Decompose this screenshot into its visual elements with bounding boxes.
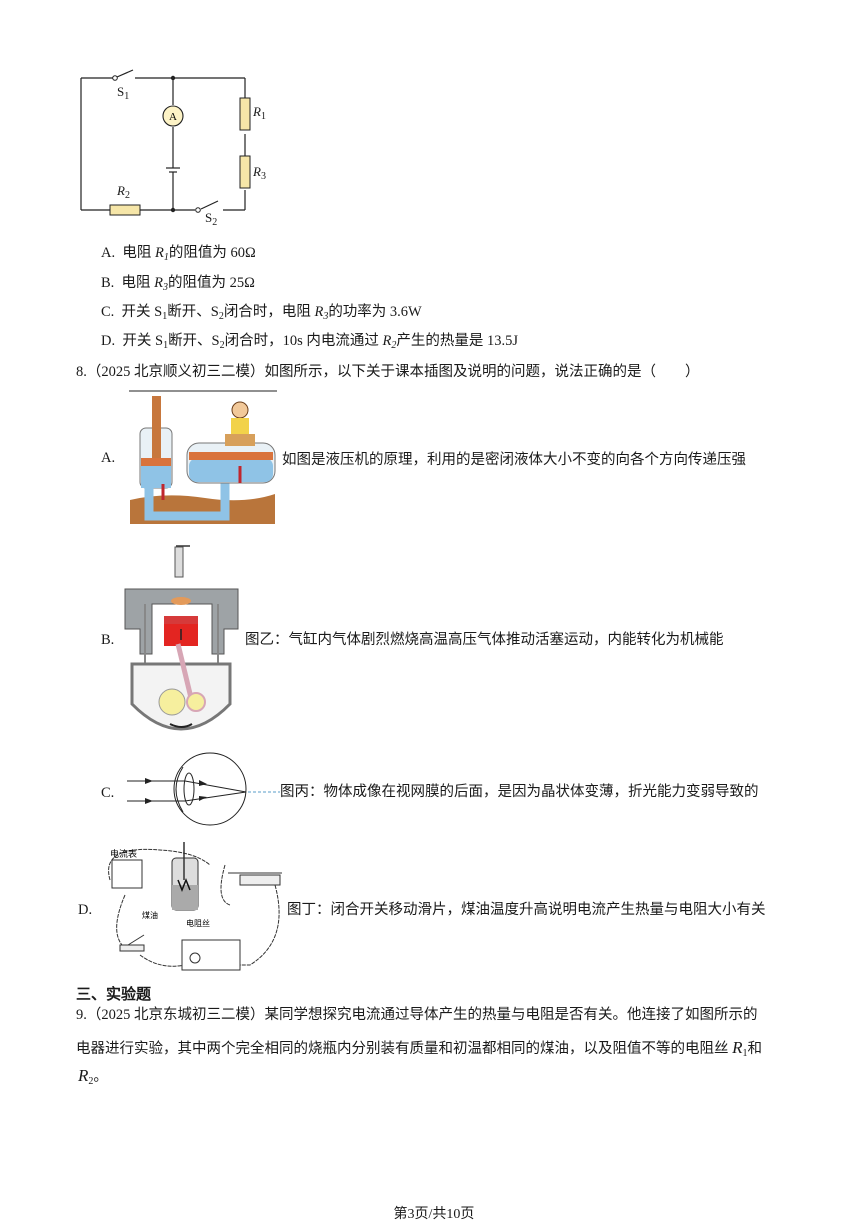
ammeter-label: A bbox=[169, 111, 177, 123]
q7-option-d: D. 开关 S1断开、S2闭合时，10s 内电流通过 R2产生的热量是 13.5… bbox=[101, 333, 519, 351]
r2-label: R2 bbox=[117, 183, 130, 201]
section-heading: 三、实验题 bbox=[76, 987, 152, 1003]
q7-option-b: B. 电阻 R3的阻值为 25Ω bbox=[101, 275, 255, 293]
ammeter-text: 电流表 bbox=[110, 848, 137, 860]
q8-option-a-letter: A. bbox=[101, 450, 116, 466]
q8-option-a-text: 如图是液压机的原理，利用的是密闭液体大小不变的向各个方向传递压强 bbox=[282, 452, 746, 468]
engine-cylinder-figure bbox=[120, 544, 245, 744]
q8-stem: 8.（2025 北京顺义初三二模）如图所示，以下关于课本插图及说明的问题，说法正… bbox=[76, 364, 700, 380]
heating-experiment-figure: 电流表 煤油 电阻丝 bbox=[100, 840, 290, 975]
q7-option-c: C. 开关 S1断开、S2闭合时，电阻 R3的功率为 3.6W bbox=[101, 304, 422, 322]
q9-line-1: 9.（2025 北京东城初三二模）某同学想探究电流通过导体产生的热量与电阻是否有… bbox=[76, 1007, 758, 1023]
q9-line-2: 电器进行实验，其中两个完全相同的烧瓶内分别装有质量和初温都相同的煤油，以及阻值不… bbox=[76, 1038, 763, 1059]
page-footer: 第3页/共10页 bbox=[393, 1207, 475, 1222]
q8-option-c-text: 图丙：物体成像在视网膜的后面，是因为晶状体变薄，折光能力变弱导致的 bbox=[280, 784, 759, 800]
hydraulic-press-figure bbox=[125, 388, 280, 526]
kerosene-text: 煤油 bbox=[142, 910, 158, 920]
q8-option-b-text: 图乙：气缸内气体剧烈燃烧高温高压气体推动活塞运动，内能转化为机械能 bbox=[245, 632, 724, 648]
s1-label: S1 bbox=[117, 84, 130, 102]
s2-label: S2 bbox=[205, 210, 218, 228]
q9-line-3: R2。 bbox=[78, 1066, 108, 1087]
circuit-diagram: A S1 R1 R3 R2 S2 bbox=[75, 68, 275, 228]
eye-diagram-figure bbox=[125, 752, 285, 832]
wire-text: 电阻丝 bbox=[186, 918, 210, 928]
q8-option-d-text: 图丁：闭合开关移动滑片，煤油温度升高说明电流产生热量与电阻大小有关 bbox=[287, 902, 766, 918]
q8-option-d-letter: D. bbox=[78, 902, 93, 918]
q8-option-c-letter: C. bbox=[101, 785, 115, 801]
q8-option-b-letter: B. bbox=[101, 632, 115, 648]
r1-label: R1 bbox=[253, 104, 266, 122]
r3-label: R3 bbox=[253, 164, 266, 182]
q7-option-a: A. 电阻 R1的阻值为 60Ω bbox=[101, 245, 256, 263]
